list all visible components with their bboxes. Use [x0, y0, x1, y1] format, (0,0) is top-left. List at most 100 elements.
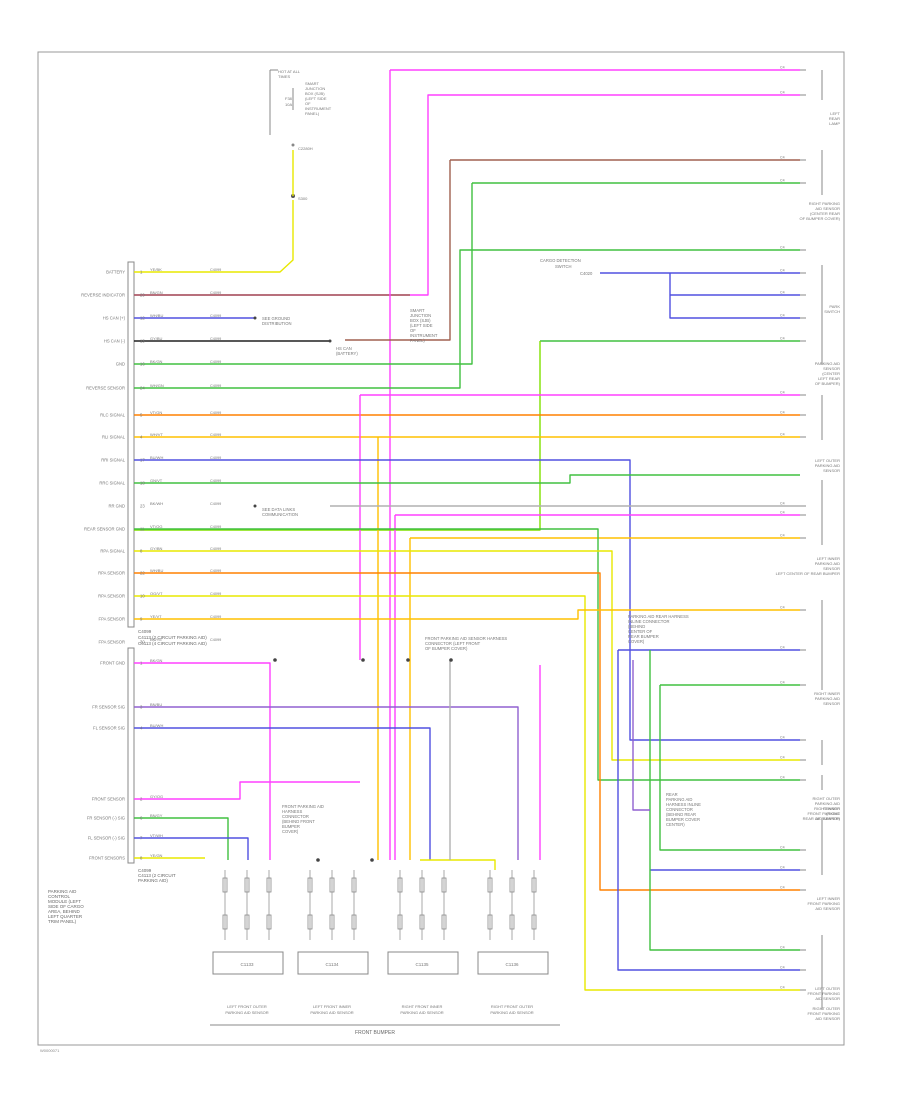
sensor-pin: [244, 914, 250, 930]
wire-group: [134, 69, 800, 991]
note-front-harness-2: OF BUMPER COVER): [425, 646, 468, 651]
junction-dot: [316, 858, 320, 862]
sensor-pin: [222, 914, 228, 930]
sensor-connector: C1136: [506, 962, 519, 967]
top-fuse-label-2: TIMES: [278, 74, 291, 79]
conn-bot-2: PARKING AID): [138, 878, 168, 883]
sensor-connector: C1135: [416, 962, 429, 967]
sensor-pin: [487, 914, 493, 930]
pin-wire-code: BK/WH: [150, 501, 163, 506]
sensor-pin: [266, 877, 272, 893]
pin-label: FPA SENSOR: [99, 617, 125, 622]
note-front-harness-1: CONNECTOR (LEFT FRONT: [425, 641, 481, 646]
note-front-harness-0: FRONT PARKING AID SENSOR HARNESS: [425, 636, 507, 641]
sensor-label-1: LEFT FRONT OUTER: [227, 1004, 267, 1009]
right-component-label: RIGHT PARKING: [809, 201, 840, 206]
wire-fpa-1: [134, 609, 800, 620]
pin-end-label: C4: [780, 646, 785, 650]
pin-end-label: C4: [780, 886, 785, 890]
note-cargo-0: CARGO DETECTION: [540, 258, 581, 263]
pin-end-label: C4: [780, 337, 785, 341]
wire-fl-neg: [134, 837, 249, 860]
note-fpm-3: (BEHIND FRONT: [282, 819, 315, 824]
sensor-connector: C1134: [326, 962, 339, 967]
pin-label: RR GND: [108, 504, 125, 509]
note-rear2-2: HARNESS INLINE: [666, 802, 701, 807]
pin-lower-label: FRONT SENSORS: [89, 856, 125, 861]
connector-bottom-labels: C4099 C4113 (2 CIRCUIT PARKING AID): [138, 868, 176, 883]
right-component-label: LEFT OUTER: [815, 458, 840, 463]
pin-end-label: C4: [780, 246, 785, 250]
note-datalinks-0: SEE DATA LINKS: [262, 507, 295, 512]
right-component-label: RIGHT OUTER: [813, 796, 841, 801]
pin-wire-code: BN/YE: [150, 637, 162, 642]
right-component-label: SENSOR: [823, 701, 840, 706]
pin-lower-wire-code: YE/GN: [150, 853, 163, 858]
sensor-label-2: PARKING AID SENSOR: [490, 1010, 533, 1015]
pin-label: FPA SENSOR: [99, 640, 125, 645]
right-component-label: FRONT PARKING: [807, 991, 840, 996]
note-cargo-2: C4020: [580, 271, 593, 276]
wire-fl-sig: [134, 727, 431, 860]
pin-lower-number: 6: [140, 816, 143, 821]
pin-wire-code: WH/BU: [150, 313, 163, 318]
module-title-4: AREA, BEHIND: [48, 909, 81, 914]
wire-violet-mid: [632, 660, 650, 811]
pin-end-label: C4: [780, 156, 785, 160]
wire-green-950: [649, 650, 800, 951]
right-component-label: LEFT INNER: [817, 556, 840, 561]
pin-end-label: C4: [780, 986, 785, 990]
pin-connector: C4099: [210, 547, 221, 551]
note-hs-can-0: SMART: [410, 308, 425, 313]
sensor-box: [477, 951, 549, 975]
pin-connector: C4099: [210, 268, 221, 272]
right-component-label: RIGHT OUTER: [813, 1006, 841, 1011]
sensor-pin: [441, 877, 447, 893]
pin-label: RRI SIGNAL: [101, 458, 125, 463]
pin-wire-code: WH/BU: [150, 568, 163, 573]
sensor-pin: [307, 877, 313, 893]
right-component-label: AID SENSOR: [815, 1016, 840, 1021]
top-fuse-splice: S300: [298, 196, 308, 201]
right-component-label: (RIGHT: [826, 811, 840, 816]
pin-wire-code: YE/VT: [150, 614, 162, 619]
ground-dot-1: [253, 316, 257, 320]
pin-end-label: C4: [780, 179, 785, 183]
pin-number: 10: [140, 594, 145, 599]
pin-end-label: C4: [780, 846, 785, 850]
right-component-label: SENSOR: [823, 468, 840, 473]
pin-label: RRC SIGNAL: [99, 481, 125, 486]
pin-end-label: C4: [780, 411, 785, 415]
pin-lower-number: 4: [140, 726, 143, 731]
pin-lower-label: FR SENSOR SIG: [92, 705, 125, 710]
pin-connector: C4099: [210, 314, 221, 318]
note-rear2-6: CENTER): [666, 822, 685, 827]
top-fuse-note-6: INSTRUMENT: [305, 106, 332, 111]
pin-number: 11: [140, 527, 145, 532]
note-fpm-4: BUMPER: [282, 824, 300, 829]
wire-reverse: [134, 94, 800, 296]
note-rear-harness-4: REAR BUMPER: [628, 634, 659, 639]
note-rear2-4: (BEHIND REAR: [666, 812, 696, 817]
pin-end-label: C4: [780, 291, 785, 295]
right-component-label: REAR: [829, 116, 840, 121]
right-component-label: AID SENSOR: [815, 996, 840, 1001]
front-bumper-label: FRONT BUMPER: [355, 1030, 395, 1036]
sensor-label-1: LEFT FRONT INNER: [313, 1004, 351, 1009]
top-fuse-10a: 10A: [285, 102, 292, 107]
right-component-label: AID SENSOR: [815, 906, 840, 911]
wire-battery: [134, 200, 294, 273]
top-fuse-group: HOT AT ALL TIMES SMART JUNCTION BOX (SJB…: [269, 69, 332, 201]
sensor-label-1: RIGHT FRONT OUTER: [491, 1004, 533, 1009]
note-hs-can-5: INSTRUMENT: [410, 333, 438, 338]
junction-dot: [361, 658, 365, 662]
pin-connector: C4099: [210, 479, 221, 483]
pin-end-label: C4: [780, 736, 785, 740]
sensor-pin: [487, 877, 493, 893]
sensor-pin: [222, 877, 228, 893]
note-rear-harness-1: INLINE CONNECTOR: [628, 619, 670, 624]
wire-rpa-sensor-2: [134, 595, 800, 991]
conn-top-2: C4113 (4 CIRCUIT PARKING AID): [138, 641, 207, 646]
